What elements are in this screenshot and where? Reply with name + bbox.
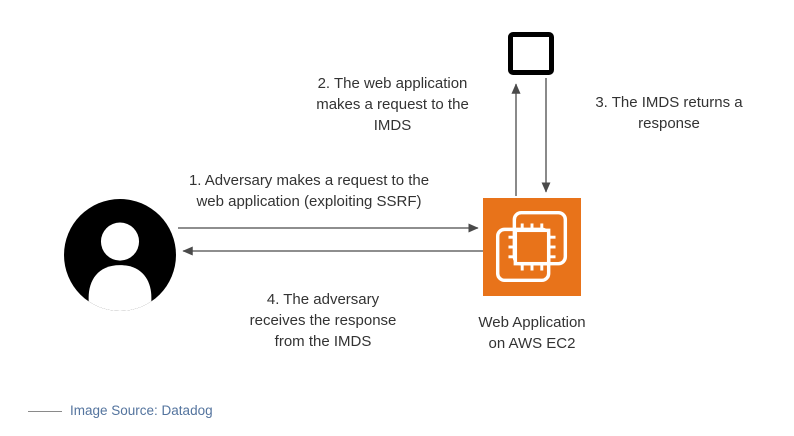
step3-label: 3. The IMDS returns a response (595, 94, 743, 132)
person-silhouette-icon (64, 199, 176, 311)
caption-divider (28, 411, 62, 412)
image-source-link[interactable]: Image Source: Datadog (70, 403, 213, 418)
step1-label: 1. Adversary makes a request to the web … (188, 172, 430, 210)
imds-box-icon (508, 32, 554, 75)
aws-ec2-chip-icon (483, 198, 581, 296)
step2-label: 2. The web application makes a request t… (316, 75, 469, 134)
step4-label: 4. The adversary receives the response f… (249, 291, 397, 350)
ec2-node-label: Web Application on AWS EC2 (478, 314, 586, 352)
